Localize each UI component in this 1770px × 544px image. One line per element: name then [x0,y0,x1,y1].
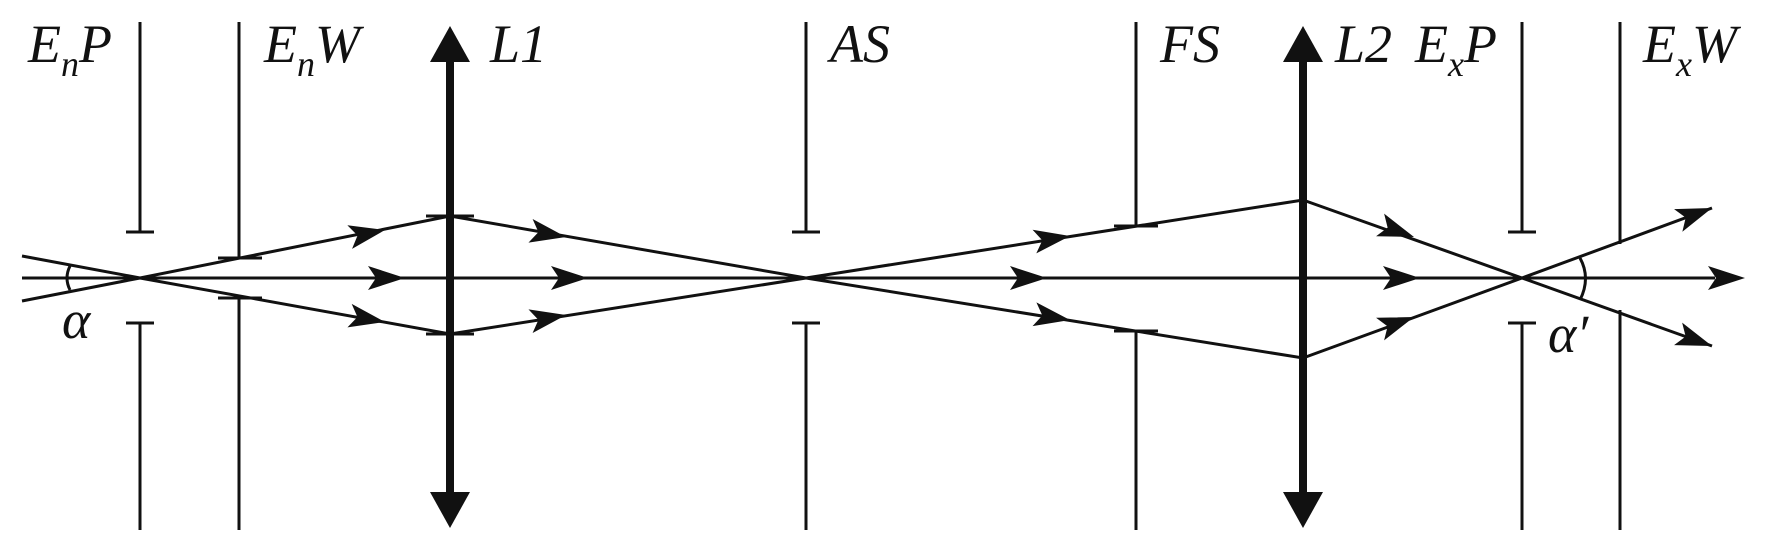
field-stop [1114,22,1158,530]
label-exp: ExP [1414,14,1497,84]
label-as: AS [827,14,890,74]
entrance-pupil-stop [126,22,154,530]
aperture-stop [792,22,820,530]
label-alpha-prime: α′ [1548,304,1589,364]
label-l2: L2 [1334,14,1392,74]
ray-upper [21,198,1713,280]
label-l1: L1 [489,14,547,74]
ray-arrowheads [347,208,1712,346]
optical-axis-arrowhead [1708,266,1745,290]
ray-lower [21,276,1713,360]
alpha-angle-arc [65,265,72,291]
label-alpha: α [62,290,92,350]
label-enp: EnP [27,14,112,84]
lens-l2 [1283,26,1323,528]
label-enw: EnW [263,14,365,84]
label-exw: ExW [1642,14,1742,84]
exit-pupil-stop [1508,22,1536,530]
entrance-window [218,22,262,530]
label-fs: FS [1159,14,1220,74]
alpha-prime-angle-arc [1578,257,1587,301]
